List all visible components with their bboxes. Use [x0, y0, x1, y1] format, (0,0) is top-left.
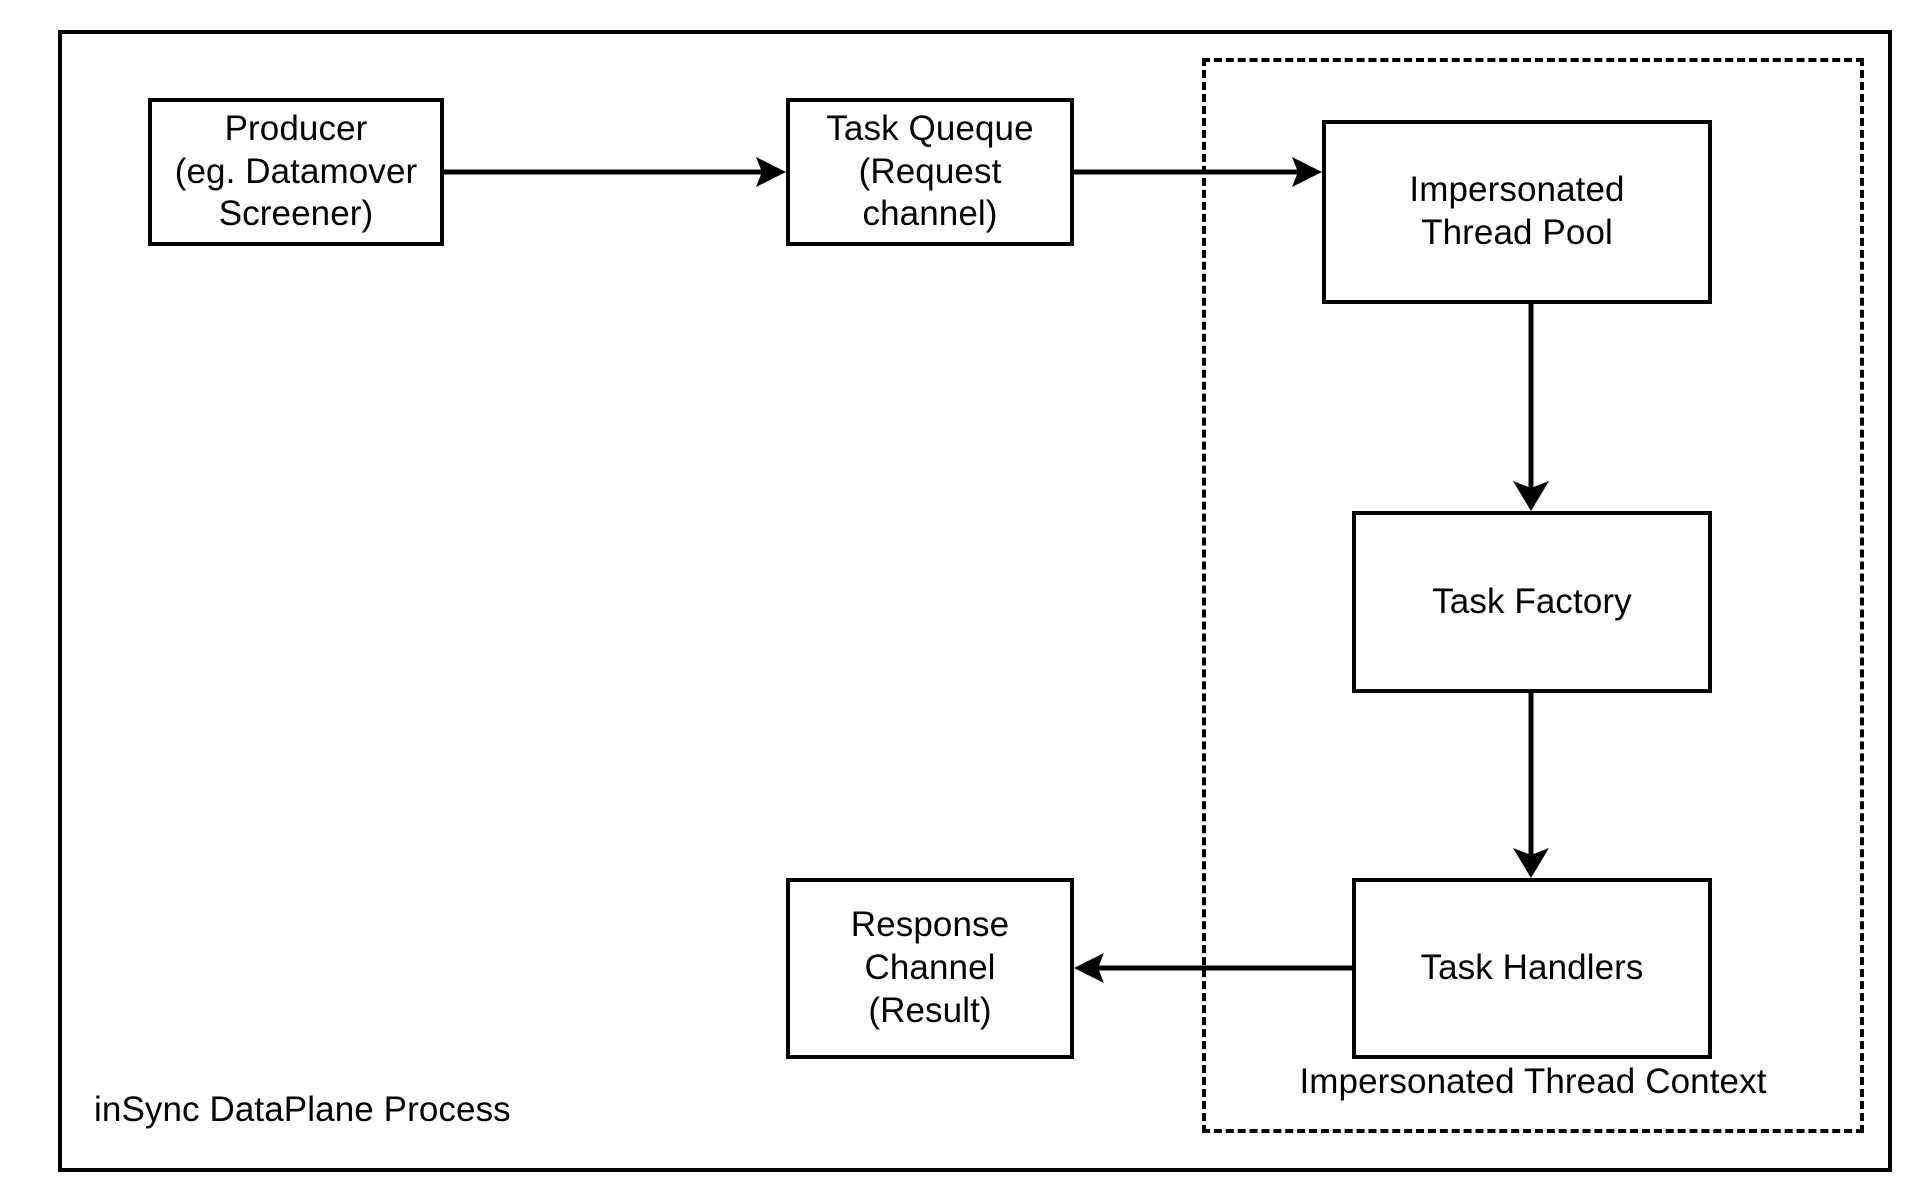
insync-dataplane-process-label: inSync DataPlane Process: [94, 1090, 511, 1129]
node-producer[interactable]: Producer (eg. Datamover Screener): [148, 98, 444, 246]
node-impersonated-thread-pool[interactable]: Impersonated Thread Pool: [1322, 120, 1712, 304]
node-response-channel[interactable]: Response Channel (Result): [786, 878, 1074, 1059]
node-task-factory[interactable]: Task Factory: [1352, 511, 1712, 693]
node-task-queue[interactable]: Task Queque (Request channel): [786, 98, 1074, 246]
node-task-handlers[interactable]: Task Handlers: [1352, 878, 1712, 1059]
impersonated-thread-context-label: Impersonated Thread Context: [1299, 1062, 1767, 1101]
impersonated-thread-context-boundary: [1202, 58, 1864, 1133]
